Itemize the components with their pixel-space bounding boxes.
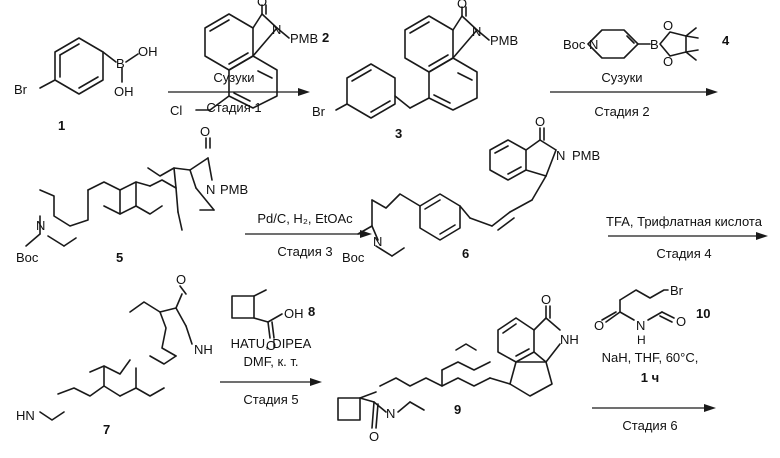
step-reagent: Сузуки [213, 70, 254, 85]
atom-br: Br [14, 82, 28, 97]
atom-n: N [206, 182, 215, 197]
compound-6: O N PMB N Boc 6 [342, 114, 600, 265]
atom-o: O [663, 18, 673, 33]
step-label: Стадия 4 [656, 246, 711, 261]
atom-pmb: PMB [220, 182, 248, 197]
atom-pmb: PMB [490, 33, 518, 48]
atom-o: O [676, 314, 686, 329]
step-label: Стадия 3 [277, 244, 332, 259]
compound-9: O NH N O 9 [338, 292, 579, 444]
atom-b: B [116, 56, 125, 71]
atom-o: O [663, 54, 673, 69]
atom-o: O [594, 318, 604, 333]
atom-o: O [457, 0, 467, 11]
compound-number: 10 [696, 306, 710, 321]
step-label: Стадия 1 [206, 100, 261, 115]
atom-nh: NH [194, 342, 213, 357]
compound-10: Br O N H O 10 [594, 283, 710, 347]
atom-o-amide: O [369, 429, 379, 444]
atom-nh: NH [560, 332, 579, 347]
atom-n: N [556, 148, 565, 163]
atom-boc: Boc [16, 250, 39, 265]
atom-hn: HN [16, 408, 35, 423]
atom-oh: OH [138, 44, 158, 59]
step-label: Стадия 5 [243, 392, 298, 407]
atom-b: B [650, 37, 659, 52]
atom-n-chain: N [36, 218, 45, 233]
reaction-arrow-2: Сузуки Стадия 2 [550, 70, 718, 119]
atom-pmb: PMB [572, 148, 600, 163]
compound-number: 9 [454, 402, 461, 417]
step-reagent-1: NaH, THF, 60°C, [602, 350, 699, 365]
atom-oh: OH [114, 84, 134, 99]
atom-o: O [257, 0, 267, 9]
atom-pmb: PMB [290, 31, 318, 46]
atom-n-h: N [636, 318, 645, 333]
atom-br: Br [670, 283, 684, 298]
compound-1: Br B OH OH 1 [14, 38, 158, 133]
compound-4: Boc N B O O 4 [563, 18, 730, 69]
compound-number: 6 [462, 246, 469, 261]
atom-o: O [200, 124, 210, 139]
compound-number: 3 [395, 126, 402, 141]
compound-5: O N PMB N Boc 5 [16, 124, 248, 265]
compound-number: 2 [322, 30, 329, 45]
atom-br: Br [312, 104, 326, 119]
step-label: Стадия 6 [622, 418, 677, 433]
reaction-arrow-4: TFA, Трифлатная кислота Стадия 4 [606, 214, 768, 261]
atom-n: N [386, 406, 395, 421]
step-reagent: Сузуки [601, 70, 642, 85]
compound-number: 7 [103, 422, 110, 437]
compound-7: O NH HN 7 [16, 272, 213, 437]
atom-h: H [637, 333, 646, 347]
step-reagent-2: 1 ч [641, 370, 659, 385]
atom-boc: Boc [342, 250, 365, 265]
atom-n: N [472, 24, 481, 39]
compound-number: 1 [58, 118, 65, 133]
atom-boc: Boc [563, 37, 586, 52]
compound-number: 8 [308, 304, 315, 319]
atom-n: N [589, 37, 598, 52]
step-reagent: TFA, Трифлатная кислота [606, 214, 763, 229]
reaction-arrow-5: HATU, DIPEA DMF, к. т. Стадия 5 [220, 336, 322, 407]
atom-o: O [541, 292, 551, 307]
compound-number: 5 [116, 250, 123, 265]
step-label: Стадия 2 [594, 104, 649, 119]
step-reagent-2: DMF, к. т. [244, 354, 299, 369]
atom-n: N [272, 22, 281, 37]
reaction-arrow-1: Сузуки Стадия 1 [168, 70, 310, 115]
step-reagent: Pd/C, H₂, EtOAc [257, 211, 353, 226]
atom-o: O [535, 114, 545, 129]
compound-number: 4 [722, 33, 730, 48]
compound-3: O N PMB Br 3 [312, 0, 518, 141]
step-reagent-1: HATU, DIPEA [231, 336, 312, 351]
atom-oh: OH [284, 306, 304, 321]
atom-o: O [176, 272, 186, 287]
atom-cl: Cl [170, 103, 182, 118]
atom-n-chain: N [373, 234, 382, 249]
reaction-arrow-6: NaH, THF, 60°C, 1 ч Стадия 6 [592, 350, 716, 433]
